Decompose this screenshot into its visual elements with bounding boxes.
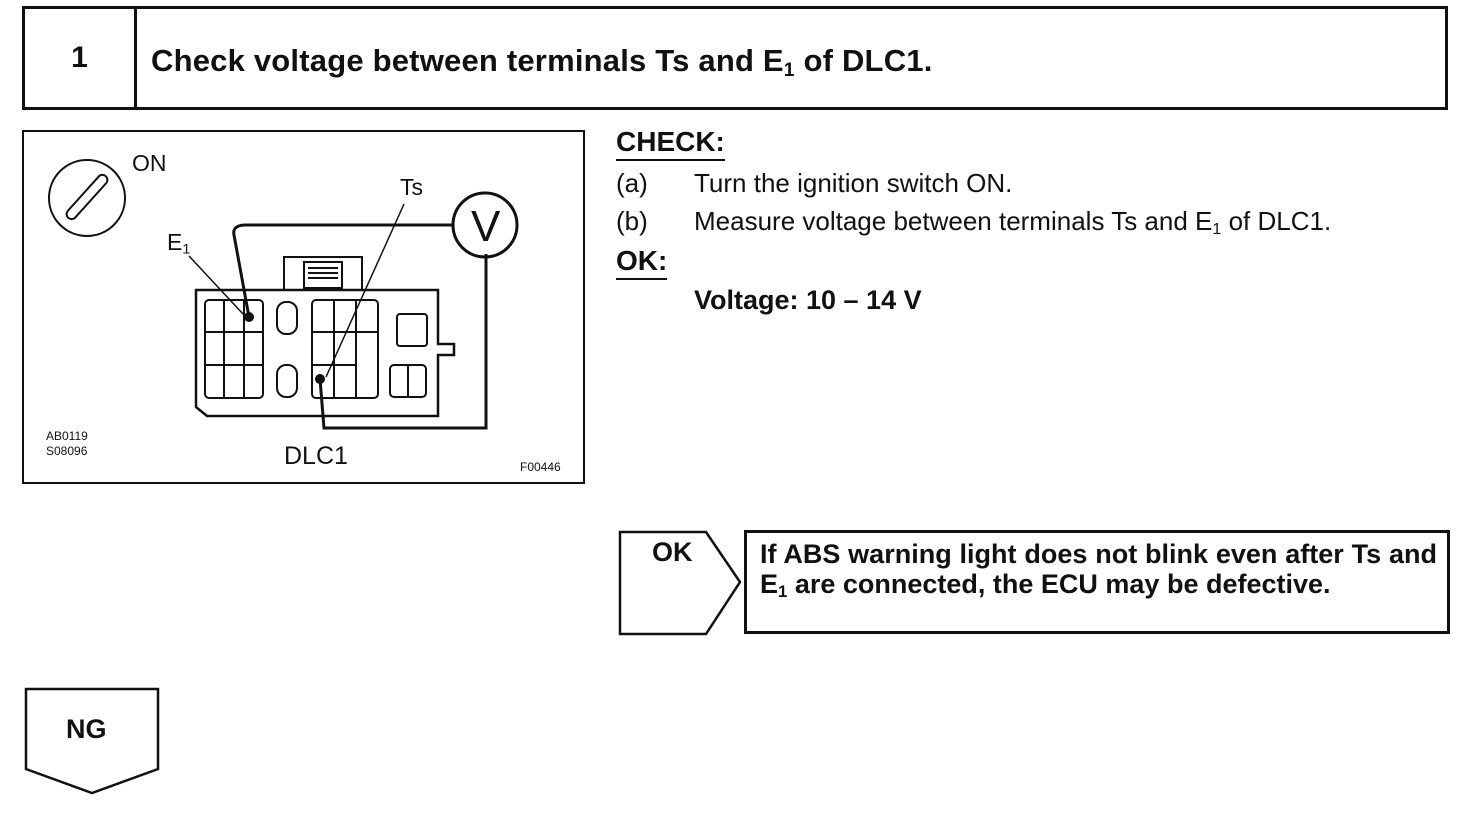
ignition-switch-icon xyxy=(48,159,126,237)
ok-result-box: If ABS warning light does not blink even… xyxy=(744,530,1450,634)
ts-terminal-label: Ts xyxy=(400,174,423,200)
check-item-a-label: (a) xyxy=(616,168,648,198)
check-item-b-subscript: 1 xyxy=(1212,220,1222,239)
e1-label-subscript: 1 xyxy=(182,241,191,258)
e1-terminal-label: E1 xyxy=(167,229,191,258)
voltage-spec: Voltage: 10 – 14 V xyxy=(694,285,922,315)
ok-result-subscript: 1 xyxy=(778,582,788,602)
voltmeter-icon xyxy=(451,191,519,259)
ok-result-text: If ABS warning light does not blink even… xyxy=(760,539,1437,599)
dlc1-connector-illustration xyxy=(48,159,519,430)
step-number: 1 xyxy=(25,9,137,107)
ng-result-label: NG xyxy=(66,714,107,744)
ok-result-label: OK xyxy=(652,537,693,567)
figure-code-s: S08096 xyxy=(46,444,88,458)
dlc1-label: DLC1 xyxy=(284,442,348,470)
check-item-a: (a) Turn the ignition switch ON. xyxy=(616,168,1012,199)
figure-code-f: F00446 xyxy=(520,460,561,474)
ignition-on-label: ON xyxy=(132,150,167,176)
step-title-subscript: 1 xyxy=(783,59,795,81)
ok-arrow-shape xyxy=(618,530,742,636)
step-header: 1 Check voltage between terminals Ts and… xyxy=(22,6,1448,110)
connector-body xyxy=(194,288,456,418)
check-item-a-text: Turn the ignition switch ON. xyxy=(694,168,1013,198)
voltmeter-symbol: V xyxy=(471,202,501,251)
ng-arrow-shape xyxy=(24,687,160,795)
check-heading: CHECK: xyxy=(616,126,725,161)
figure-code-ab: AB0119 xyxy=(46,429,88,443)
step-title-text: Check voltage between terminals Ts and E xyxy=(151,43,784,78)
ok-heading: OK: xyxy=(616,245,668,280)
e1-label-text: E xyxy=(167,229,183,255)
check-item-b-label: (b) xyxy=(616,206,648,236)
check-item-b-text-end: of DLC1. xyxy=(1221,206,1332,236)
check-item-b-text: Measure voltage between terminals Ts and… xyxy=(694,206,1213,236)
step-title: Check voltage between terminals Ts and E… xyxy=(151,43,933,81)
ok-result-text-end: are connected, the ECU may be defective. xyxy=(787,569,1331,599)
step-title-end: of DLC1. xyxy=(794,43,933,78)
check-item-b: (b) Measure voltage between terminals Ts … xyxy=(616,206,1331,237)
